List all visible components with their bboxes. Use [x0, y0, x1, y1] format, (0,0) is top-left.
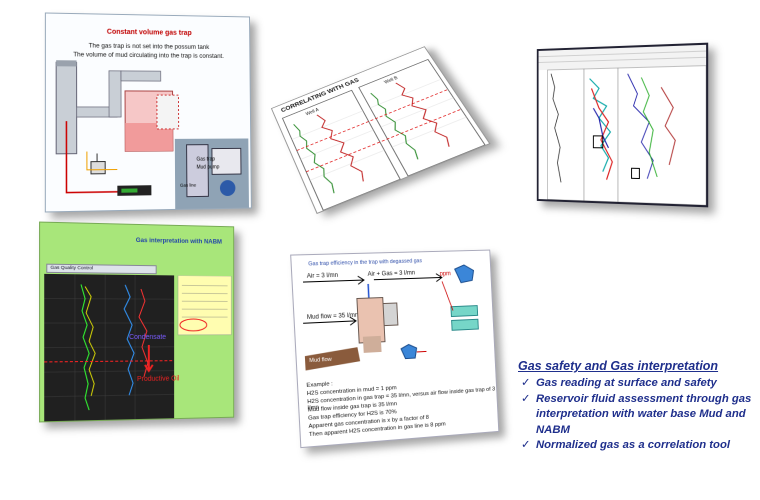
gas-trap-title: Constant volume gas trap — [106, 28, 192, 37]
mud-flow-label: Mud flow — [309, 357, 332, 364]
condensate-label: Condensate — [129, 334, 166, 341]
gas-trap-diagram: Gas trap Mud pump Gas line — [46, 60, 249, 209]
mud-flow-diagram: Mud flow — [291, 251, 497, 371]
summary-item-text: Normalized gas as a correlation tool — [536, 439, 730, 451]
summary-list: ✓ Gas reading at surface and safety ✓ Re… — [518, 376, 756, 454]
check-icon: ✓ — [521, 392, 531, 405]
gas-trap-line1: The gas trap is not set into the possum … — [88, 42, 210, 51]
nabm-tab-bar: Gas Quality Control — [46, 263, 157, 275]
nabm-slide: Gas interpretation with NABM Gas Quality… — [39, 221, 235, 423]
mud-flow-slide: Gas trap efficiency in the trap with deg… — [290, 249, 500, 449]
gas-line-label: Gas line — [180, 183, 197, 188]
log-tracks — [538, 44, 707, 206]
log-display-slide — [536, 42, 709, 208]
gas-trap-label: Gas trap — [196, 156, 215, 162]
correlation-logs: Well A Well B — [277, 56, 491, 214]
nabm-tab-label: Gas Quality Control — [50, 265, 94, 272]
summary-item: ✓ Normalized gas as a correlation tool — [518, 438, 756, 454]
nabm-plot: Condensate Productive Oil — [44, 273, 233, 423]
summary-panel: Gas safety and Gas interpretation ✓ Gas … — [518, 358, 756, 454]
check-icon: ✓ — [521, 377, 531, 389]
gas-trap-line2: The volume of mud circulating into the t… — [73, 51, 224, 60]
summary-item: ✓ Gas reading at surface and safety — [518, 376, 756, 392]
mud-pump-label: Mud pump — [196, 164, 219, 170]
summary-item-text: Gas reading at surface and safety — [536, 377, 717, 389]
summary-item: ✓ Reservoir fluid assessment through gas… — [518, 392, 756, 439]
gas-trap-slide: Constant volume gas trap The gas trap is… — [44, 12, 252, 213]
well-a-label: Well A — [305, 107, 320, 116]
check-icon: ✓ — [521, 439, 531, 451]
summary-heading: Gas safety and Gas interpretation — [518, 359, 719, 373]
productive-oil-label: Productive Oil — [137, 375, 180, 383]
note-0: Example : — [306, 381, 333, 389]
well-b-label: Well B — [383, 75, 398, 84]
correlation-slide: CORRELATING WITH GAS Well A Well B — [270, 46, 491, 215]
nabm-title: Gas interpretation with NABM — [135, 236, 222, 246]
summary-item-text: Reservoir fluid assessment through gas i… — [536, 392, 752, 436]
